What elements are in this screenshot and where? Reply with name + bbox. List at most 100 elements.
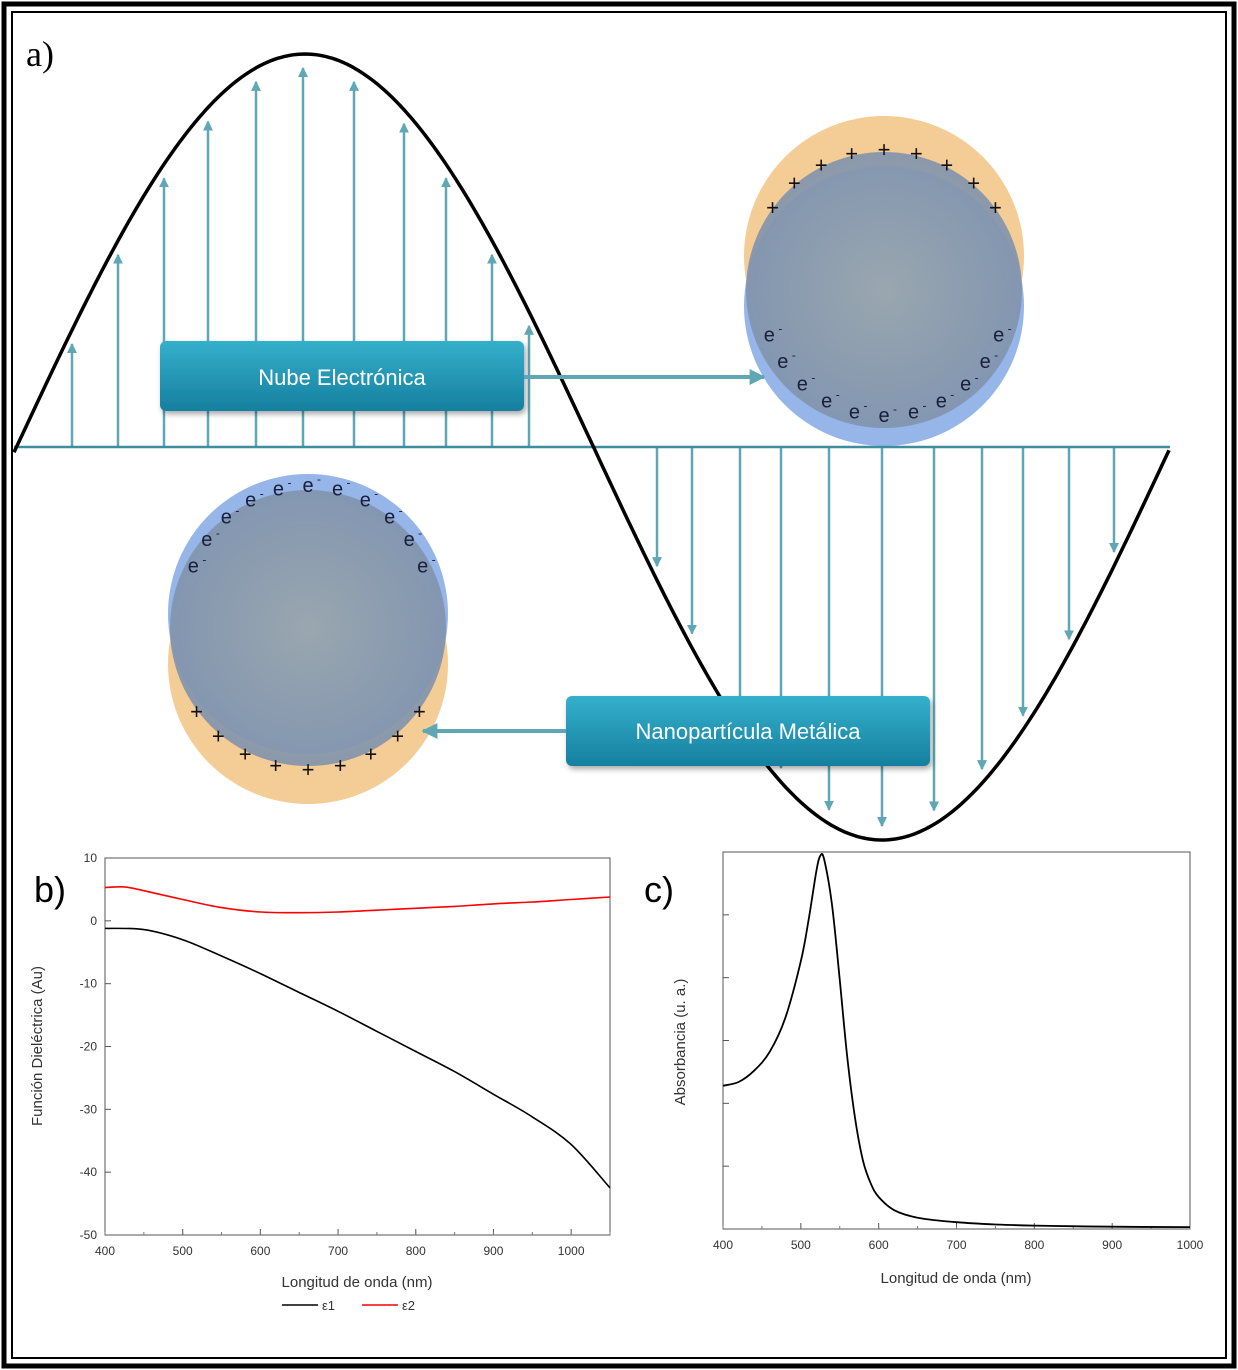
- electron-symbol: e: [221, 506, 232, 528]
- sine-wave: [12, 52, 1171, 842]
- electron-symbol: e: [404, 529, 415, 551]
- electron-charge: -: [1008, 322, 1012, 336]
- electron-symbol: e: [764, 325, 775, 347]
- positive-charge: +: [239, 742, 252, 767]
- x-tick-label: 700: [328, 1244, 348, 1258]
- electron-symbol: e: [384, 506, 395, 528]
- positive-charge: +: [815, 152, 828, 177]
- electron-charge: -: [975, 371, 979, 385]
- x-tick-label: 900: [1102, 1238, 1122, 1252]
- chart-b-series: [104, 885, 611, 1189]
- y-tick-label: -50: [80, 1228, 98, 1242]
- positive-charge: +: [878, 137, 891, 162]
- y-tick-label: 10: [84, 851, 98, 865]
- x-tick-label: 400: [713, 1238, 733, 1252]
- inner-border: [11, 11, 1227, 1359]
- x-tick-label: 600: [250, 1244, 270, 1258]
- electron-charge: -: [260, 486, 264, 500]
- positive-charge: +: [940, 152, 953, 177]
- y-tick-label: -20: [80, 1040, 98, 1054]
- electron-symbol: e: [302, 475, 313, 497]
- x-tick-label: 1000: [558, 1244, 585, 1258]
- electron-charge: -: [950, 388, 954, 402]
- electron-charge: -: [317, 472, 321, 486]
- legend-label: ε1: [322, 1298, 335, 1313]
- electron-charge: -: [235, 503, 239, 517]
- x-tick-label: 500: [173, 1244, 193, 1258]
- positive-charge: +: [212, 723, 225, 748]
- chart-c-frame: [722, 851, 1191, 1230]
- cloud-label-box: [160, 341, 524, 411]
- chart-c-xlabel: Longitud de onda (nm): [881, 1270, 1032, 1287]
- electron-charge: -: [418, 526, 422, 540]
- electron-symbol: e: [849, 401, 860, 423]
- electron-symbol: e: [908, 401, 919, 423]
- positive-charge: +: [391, 723, 404, 748]
- electron-symbol: e: [360, 489, 371, 511]
- x-tick-label: 800: [406, 1244, 426, 1258]
- particle-label: Nanopartícula Metálica: [635, 719, 861, 744]
- electron-symbol: e: [417, 555, 428, 577]
- panel-c-letter: c): [644, 869, 674, 910]
- series-line-ε2: [104, 885, 611, 914]
- particle-bottom: e-e-e-e-e-e-e-e-e-e-e- +++++++++: [168, 472, 448, 804]
- chart-c-series: [722, 853, 1191, 1228]
- positive-charge: +: [989, 195, 1002, 220]
- y-tick-label: -30: [80, 1102, 98, 1116]
- electron-symbol: e: [273, 479, 284, 501]
- y-tick-label: -40: [80, 1165, 98, 1179]
- x-tick-label: 600: [869, 1238, 889, 1252]
- electron-symbol: e: [960, 374, 971, 396]
- electron-charge: -: [202, 552, 206, 566]
- electron-symbol: e: [993, 325, 1004, 347]
- positive-charge: +: [190, 699, 203, 724]
- cloud-label: Nube Electrónica: [258, 365, 426, 390]
- series-line-ε1: [104, 927, 611, 1189]
- chart-b-frame: [104, 857, 611, 1236]
- x-tick-label: 400: [95, 1244, 115, 1258]
- positive-charge: +: [788, 171, 801, 196]
- electron-charge: -: [778, 322, 782, 336]
- electron-charge: -: [863, 398, 867, 412]
- chart-b-xlabel: Longitud de onda (nm): [282, 1274, 433, 1291]
- electron-symbol: e: [201, 529, 212, 551]
- positive-charge: +: [766, 195, 779, 220]
- positive-charge: +: [334, 753, 347, 778]
- electron-charge: -: [836, 388, 840, 402]
- electron-charge: -: [792, 348, 796, 362]
- panel-a: a) e-e-e-e-e-e-e-e-e-e-e- +++++++++ e-e-…: [12, 34, 1171, 842]
- electron-labels-top: e-e-e-e-e-e-e-e-e-e-e-: [764, 322, 1012, 427]
- electron-charge: -: [347, 476, 351, 490]
- x-tick-label: 500: [791, 1238, 811, 1252]
- electron-symbol: e: [936, 391, 947, 413]
- panel-b-letter: b): [34, 869, 66, 910]
- positive-charge: +: [967, 171, 980, 196]
- electron-charge: -: [893, 402, 897, 416]
- x-tick-label: 800: [1024, 1238, 1044, 1252]
- electron-symbol: e: [797, 374, 808, 396]
- electron-charge: -: [432, 552, 436, 566]
- positive-labels-top: +++++++++: [766, 137, 1002, 220]
- electron-labels-bottom: e-e-e-e-e-e-e-e-e-e-e-: [188, 472, 436, 577]
- electron-symbol: e: [878, 405, 889, 427]
- electron-symbol: e: [245, 489, 256, 511]
- metal-core-top: [746, 152, 1022, 428]
- electron-symbol: e: [777, 351, 788, 373]
- electron-symbol: e: [821, 391, 832, 413]
- absorbance-line: [722, 853, 1191, 1228]
- particle-top: e-e-e-e-e-e-e-e-e-e-e- +++++++++: [744, 116, 1024, 446]
- positive-charge: +: [413, 699, 426, 724]
- electron-charge: -: [399, 503, 403, 517]
- chart-c-ylabel: Absorbancia (u. a.): [672, 979, 689, 1106]
- electron-charge: -: [287, 476, 291, 490]
- panel-a-letter: a): [26, 34, 54, 74]
- electron-charge: -: [923, 398, 927, 412]
- y-tick-label: -10: [80, 977, 98, 991]
